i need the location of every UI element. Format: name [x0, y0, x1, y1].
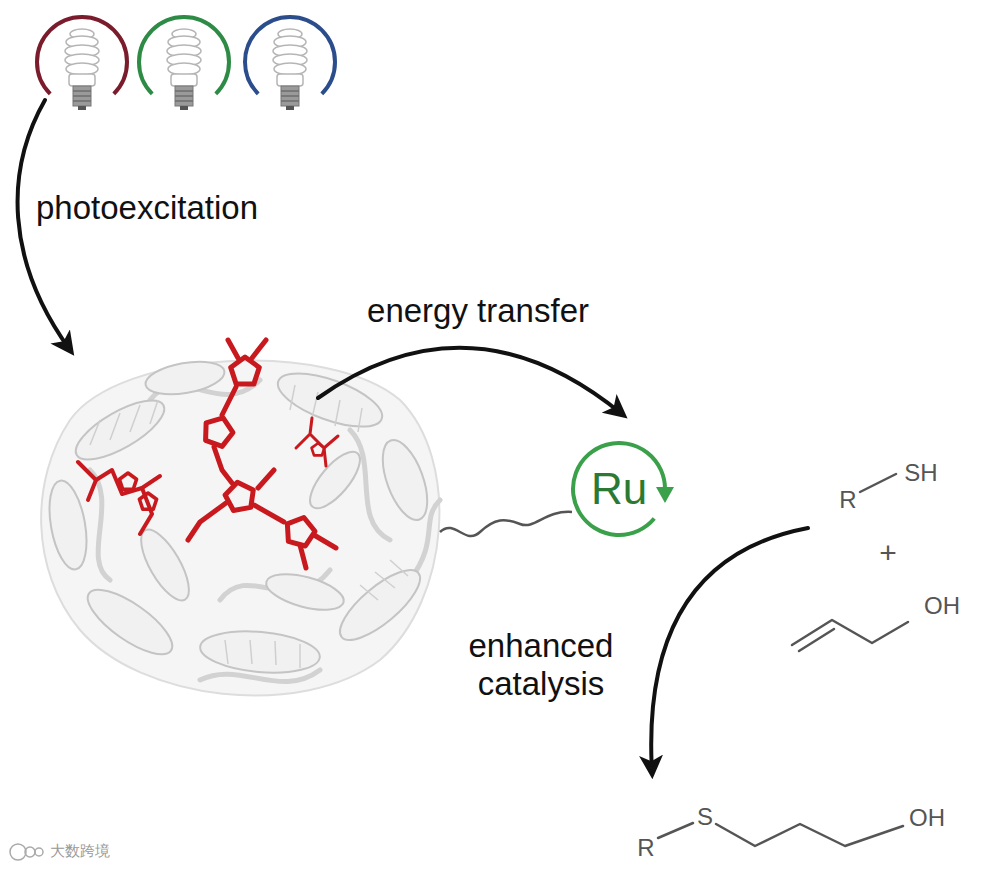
atom-label: R [637, 834, 654, 862]
atom-label: OH [924, 592, 960, 620]
chromophore [228, 340, 336, 568]
chemical-bond [658, 823, 693, 838]
atom-label: OH [909, 804, 945, 832]
chromophore [200, 413, 236, 448]
process-arrow [18, 100, 808, 772]
watermark-logo [10, 844, 26, 860]
chromophore [139, 493, 156, 509]
protein-ribbon [43, 356, 436, 677]
chromophore [119, 473, 136, 489]
protein-ribbon [43, 478, 92, 573]
atom-label: SH [904, 459, 937, 487]
linker [440, 512, 572, 536]
chromophore [231, 357, 260, 384]
cycle-arc [573, 443, 665, 535]
chromophore [283, 514, 318, 548]
light-bulb [78, 106, 86, 110]
watermark-logo [35, 848, 43, 856]
light-bulb [175, 91, 193, 101]
light-bulb [175, 86, 193, 106]
protein-ribbon [41, 361, 439, 696]
node-label: Ru [591, 465, 647, 513]
light-bulb [167, 29, 201, 86]
protein-ribbon [41, 356, 440, 695]
process-arrow [318, 348, 622, 414]
protein-ribbon [143, 356, 227, 399]
cycle-arrowhead [656, 487, 674, 503]
light-bulb [73, 86, 91, 106]
light-bulb [171, 74, 197, 86]
watermark-logo [10, 844, 43, 860]
protein-ribbon [374, 434, 437, 525]
light-bulb [69, 74, 95, 86]
light-bulb [139, 17, 229, 110]
chemical-bond [792, 620, 908, 645]
chromophore [312, 443, 325, 455]
light-bulb [273, 29, 307, 86]
light-bulb [281, 91, 299, 101]
protein-ribbon [271, 362, 388, 437]
light-bulb [66, 63, 98, 75]
chemical-bond [860, 474, 896, 492]
light-bulb [286, 106, 294, 110]
process-label: photoexcitation [36, 189, 258, 227]
process-label: energy transfer [367, 292, 589, 330]
chromophore [78, 340, 338, 568]
chemical-bond [799, 629, 834, 651]
light-bulb [245, 17, 335, 94]
light-bulb [245, 17, 335, 110]
atom-label: S [697, 803, 713, 831]
light-bulb [281, 86, 299, 106]
light-bulb [274, 63, 306, 75]
process-arrow [651, 528, 808, 772]
chromophore [296, 418, 338, 466]
light-bulb [73, 91, 91, 101]
protein-ribbon [330, 559, 430, 651]
light-bulb [180, 106, 188, 110]
protein-ribbon [225, 640, 300, 668]
protein-ribbon [68, 389, 173, 470]
chemical-bond [658, 474, 908, 846]
light-bulb [65, 29, 99, 86]
watermark: 大数跨境 [50, 843, 110, 860]
protein-ribbon [262, 567, 347, 617]
chromophore [188, 387, 284, 540]
protein-ribbon [90, 400, 158, 445]
protein-ribbon [198, 627, 321, 677]
light-bulb [277, 74, 303, 86]
light-bulb [37, 17, 127, 110]
chemical-bond [716, 824, 903, 846]
light-bulb [139, 17, 229, 94]
atom-label: R [839, 486, 856, 514]
catalyst-circle: Ru [573, 443, 665, 535]
chromophore [223, 480, 256, 512]
chromophore [88, 476, 160, 500]
process-label: enhanced catalysis [441, 627, 641, 703]
protein-ribbon [302, 444, 368, 516]
light-bulb [37, 17, 127, 94]
protein-ribbon [360, 560, 408, 600]
plus-sign: + [879, 536, 897, 571]
protein-ribbon [90, 385, 408, 668]
watermark-logo [25, 847, 35, 857]
light-bulb [168, 63, 200, 75]
